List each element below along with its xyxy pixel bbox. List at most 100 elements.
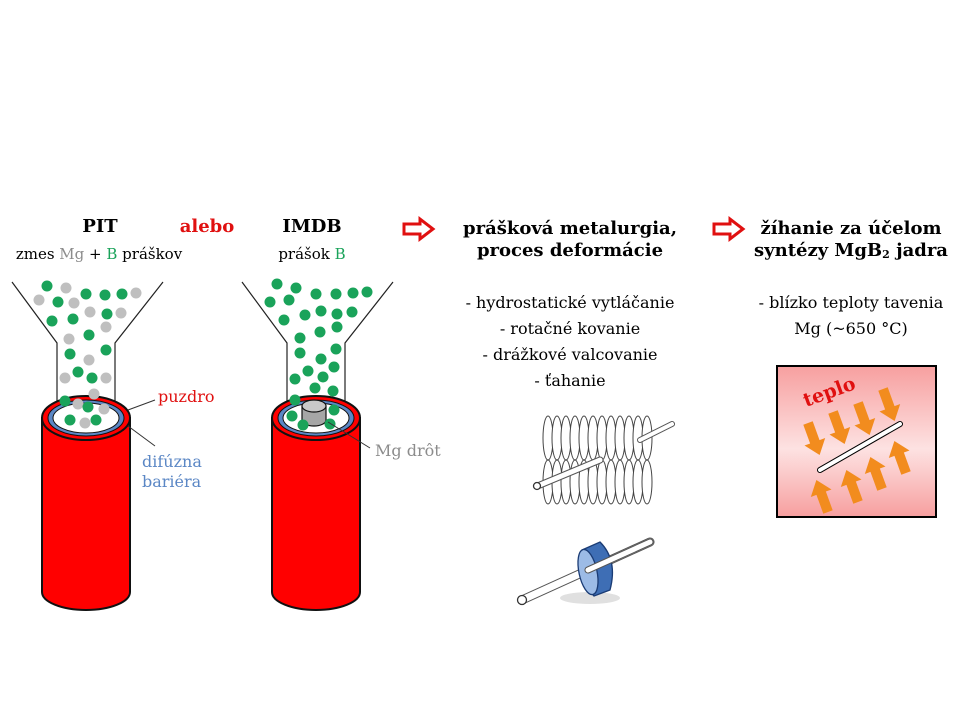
step3-title-pre: syntézy MgB [754, 240, 883, 261]
boron-particle [331, 321, 343, 333]
label-mg-wire: Mg drôt [375, 441, 441, 460]
heat-arrow-icon [878, 387, 901, 421]
annealing-illustration: teplo [800, 373, 911, 514]
imdb-funnel-left [241, 281, 288, 410]
mg-particle [63, 333, 75, 345]
step2-item: - hydrostatické vytláčanie [465, 293, 675, 312]
boron-particle [283, 294, 295, 306]
mg-particle [100, 321, 112, 333]
heat-arrow-icon [864, 457, 887, 491]
pit-subtitle: zmes Mg + B práškov [4, 244, 194, 264]
pit-sub-text-2: práškov [117, 245, 183, 263]
step3-title-sub: 2 [882, 248, 890, 261]
boron-particle [347, 287, 359, 299]
mg-particle [100, 372, 112, 384]
step2-item: - ťahanie [534, 371, 606, 390]
step2-item: - rotačné kovanie [499, 319, 641, 338]
pit-funnel-right [114, 281, 164, 410]
boron-particle [286, 410, 298, 422]
boron-particle [52, 296, 64, 308]
boron-particle [328, 361, 340, 373]
boron-particle [299, 309, 311, 321]
step3-title: žíhanie za účelom syntézy MgB2 jadra [740, 218, 960, 266]
heat-arrow-icon [853, 401, 876, 435]
mg-particle [84, 306, 96, 318]
mg-particle [33, 294, 45, 306]
boron-particle [314, 326, 326, 338]
boron-particle [64, 414, 76, 426]
boron-particle [278, 314, 290, 326]
boron-particle [64, 348, 76, 360]
step2-title-line2: proces deformácie [476, 240, 664, 261]
boron-particle [86, 372, 98, 384]
boron-particle [116, 288, 128, 300]
boron-particle [317, 371, 329, 383]
boron-particle [302, 365, 314, 377]
boron-particle [59, 395, 71, 407]
pit-sub-b: B [106, 245, 118, 263]
step2-list: - hydrostatické vytláčanie - rotačné kov… [440, 290, 700, 394]
imdb-title: IMDB [282, 216, 342, 237]
mg-particle [115, 307, 127, 319]
boron-particle [327, 385, 339, 397]
boron-particle [361, 286, 373, 298]
mg-particle [79, 417, 91, 429]
boron-particle [324, 418, 336, 430]
label-sheath: puzdro [158, 387, 215, 406]
heat-arrow-icon [810, 480, 833, 514]
boron-particle [330, 288, 342, 300]
imdb-sheath-body [271, 417, 361, 611]
boron-particle [294, 332, 306, 344]
imdb-sub-b: B [334, 245, 346, 263]
pit-title: PIT [82, 216, 118, 237]
mg-particle [60, 282, 72, 294]
label-barrier-line1: difúzna [142, 452, 202, 471]
boron-particle [83, 329, 95, 341]
pit-sub-mg: Mg [59, 245, 85, 263]
roll-disc [641, 459, 653, 505]
pit-sub-text-1: zmes [15, 245, 60, 263]
step3-title-line2: syntézy MgB2 jadra [740, 240, 960, 266]
imdb-powder-particles [264, 278, 373, 431]
boron-particle [41, 280, 53, 292]
heat-arrow-icon [828, 410, 851, 444]
label-barrier: difúzna bariéra [142, 452, 202, 492]
step3-title-post: jadra [889, 240, 948, 261]
mg-particle [72, 398, 84, 410]
mg-particle [83, 354, 95, 366]
boron-particle [100, 344, 112, 356]
imdb-subtitle: prášok B [262, 244, 362, 264]
boron-particle [289, 394, 301, 406]
heat-arrow-icon [803, 421, 826, 455]
mg-particle [88, 388, 100, 400]
boron-particle [297, 419, 309, 431]
boron-particle [315, 305, 327, 317]
boron-particle [80, 288, 92, 300]
boron-particle [101, 308, 113, 320]
process-arrow-icon-1 [402, 215, 436, 243]
imdb-funnel-right [344, 281, 394, 410]
imdb-sub-text: prášok [278, 245, 335, 263]
boron-particle [331, 308, 343, 320]
mg-particle [98, 403, 110, 415]
boron-particle [330, 343, 342, 355]
pit-illustration [11, 280, 164, 611]
pit-sheath-body [41, 417, 131, 611]
boron-particle [294, 347, 306, 359]
boron-particle [315, 353, 327, 365]
step3-item: Mg (~650 °C) [794, 319, 908, 338]
mg-particle [130, 287, 142, 299]
boron-particle [46, 315, 58, 327]
boron-particle [309, 382, 321, 394]
step2-item: - drážkové valcovanie [482, 345, 658, 364]
boron-particle [289, 373, 301, 385]
mg-particle [68, 297, 80, 309]
rotary-swaging-icon [516, 537, 655, 606]
boron-particle [328, 404, 340, 416]
step3-item: - blízko teploty tavenia [758, 293, 944, 312]
boron-particle [310, 288, 322, 300]
heat-arrow-icon [888, 441, 911, 475]
boron-particle [290, 282, 302, 294]
step2-title: prášková metalurgia, proces deformácie [440, 218, 700, 262]
step2-title-line1: prášková metalurgia, [463, 218, 677, 239]
